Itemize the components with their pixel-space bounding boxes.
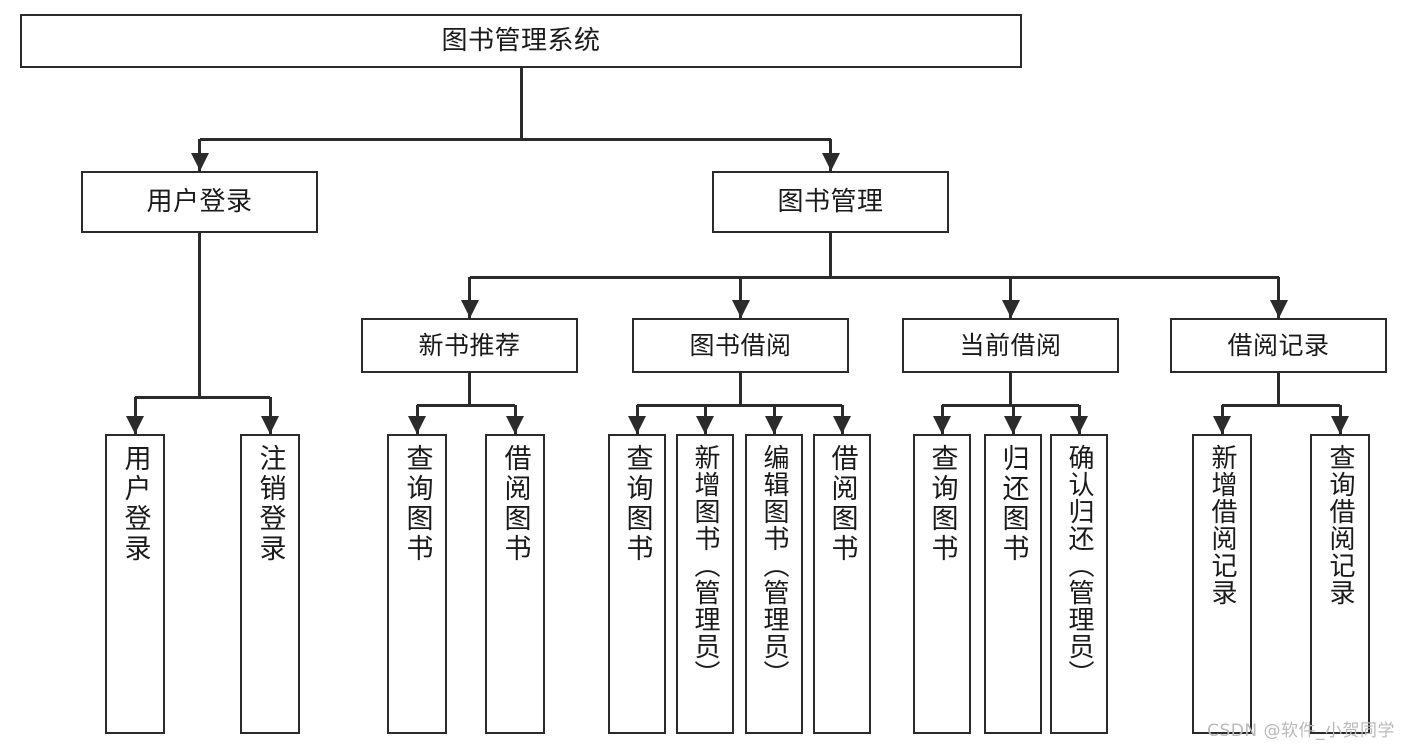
node-leaf-leaf-query-record[interactable]: 查询借阅记录	[1310, 434, 1370, 734]
connector-arrowhead	[1213, 416, 1231, 434]
node-label: 查询图书	[401, 444, 433, 564]
connector-bus	[637, 403, 842, 407]
node-label: 新增借阅记录	[1207, 444, 1237, 606]
connector-arrowhead	[506, 416, 524, 434]
node-leaf-leaf-user-logout[interactable]: 注销登录	[240, 434, 300, 734]
connector-arrowhead	[460, 300, 479, 318]
node-leaf-leaf-confirm-return[interactable]: 确认归还（管理员）	[1050, 434, 1108, 734]
node-l2-new-book-rec[interactable]: 新书推荐	[361, 318, 578, 373]
node-label: 编辑图书（管理员）	[759, 444, 789, 687]
connector-arrowhead	[261, 416, 279, 434]
node-label: 当前借阅	[959, 330, 1062, 360]
connector-drop	[468, 277, 471, 318]
node-label: 归还图书	[997, 444, 1029, 564]
connector-bus	[942, 403, 1079, 407]
connector-drop	[739, 277, 742, 318]
node-label: 图书管理	[777, 186, 884, 217]
connector-drop	[133, 397, 137, 434]
connector-drop	[1009, 277, 1012, 318]
node-label: 借阅记录	[1227, 330, 1330, 360]
node-label: 图书管理系统	[441, 25, 601, 56]
node-leaf-leaf-query-book-3[interactable]: 查询图书	[913, 434, 971, 734]
node-label: 查询借阅记录	[1325, 444, 1355, 606]
node-l2-borrow-records[interactable]: 借阅记录	[1170, 318, 1387, 373]
node-l2-current-borrow[interactable]: 当前借阅	[902, 318, 1119, 373]
connector-arrowhead	[1001, 300, 1020, 318]
connector-arrowhead	[765, 416, 783, 434]
node-leaf-leaf-borrow-book-1[interactable]: 借阅图书	[485, 434, 545, 734]
connector-bus	[1222, 403, 1340, 407]
connector-drop	[1277, 277, 1280, 318]
node-leaf-leaf-query-book-1[interactable]: 查询图书	[387, 434, 447, 734]
connector-stem	[198, 233, 201, 397]
node-label: 借阅图书	[499, 444, 531, 564]
connector-bus	[135, 395, 270, 399]
connector-arrowhead	[1269, 300, 1288, 318]
node-label: 新书推荐	[418, 330, 521, 360]
node-l1-user-login[interactable]: 用户登录	[81, 171, 318, 233]
node-l2-book-borrow[interactable]: 图书借阅	[632, 318, 849, 373]
node-root-root[interactable]: 图书管理系统	[20, 14, 1022, 68]
node-label: 借阅图书	[826, 444, 858, 564]
connector-stem	[739, 373, 742, 405]
node-label: 查询图书	[926, 444, 958, 564]
connector-bus	[199, 137, 831, 141]
node-l1-book-manage[interactable]: 图书管理	[712, 171, 949, 233]
connector-arrowhead	[696, 416, 714, 434]
connector-bus	[417, 403, 515, 407]
node-label: 确认归还（管理员）	[1064, 444, 1094, 687]
connector-arrowhead	[190, 153, 209, 171]
node-label: 用户登录	[119, 444, 151, 564]
node-label: 查询图书	[621, 444, 653, 564]
connector-arrowhead	[628, 416, 646, 434]
connector-stem	[468, 373, 471, 405]
connector-arrowhead	[731, 300, 750, 318]
connector-bus	[469, 275, 1279, 279]
connector-arrowhead	[408, 416, 426, 434]
node-label: 用户登录	[146, 186, 253, 217]
connector-arrowhead	[1070, 416, 1088, 434]
node-leaf-leaf-borrow-book-2[interactable]: 借阅图书	[813, 434, 871, 734]
node-leaf-leaf-add-record[interactable]: 新增借阅记录	[1192, 434, 1252, 734]
connector-stem	[829, 233, 832, 277]
connector-arrowhead	[126, 416, 144, 434]
connector-arrowhead	[933, 416, 951, 434]
connector-stem	[1277, 373, 1280, 405]
node-label: 新增图书（管理员）	[690, 444, 720, 687]
node-leaf-leaf-query-book-2[interactable]: 查询图书	[608, 434, 666, 734]
watermark-label: CSDN @软件_小贺同学	[1207, 721, 1395, 741]
connector-stem	[1009, 373, 1012, 405]
connector-arrowhead	[1331, 416, 1349, 434]
node-label: 图书借阅	[689, 330, 792, 360]
connector-stem	[519, 68, 523, 139]
node-leaf-leaf-add-book[interactable]: 新增图书（管理员）	[676, 434, 734, 734]
connector-arrowhead	[821, 153, 840, 171]
node-label: 注销登录	[254, 444, 286, 564]
connector-drop	[268, 397, 272, 434]
connector-arrowhead	[833, 416, 851, 434]
connector-arrowhead	[1004, 416, 1022, 434]
node-leaf-leaf-user-login[interactable]: 用户登录	[105, 434, 165, 734]
node-leaf-leaf-return-book[interactable]: 归还图书	[984, 434, 1042, 734]
node-leaf-leaf-edit-book[interactable]: 编辑图书（管理员）	[745, 434, 803, 734]
